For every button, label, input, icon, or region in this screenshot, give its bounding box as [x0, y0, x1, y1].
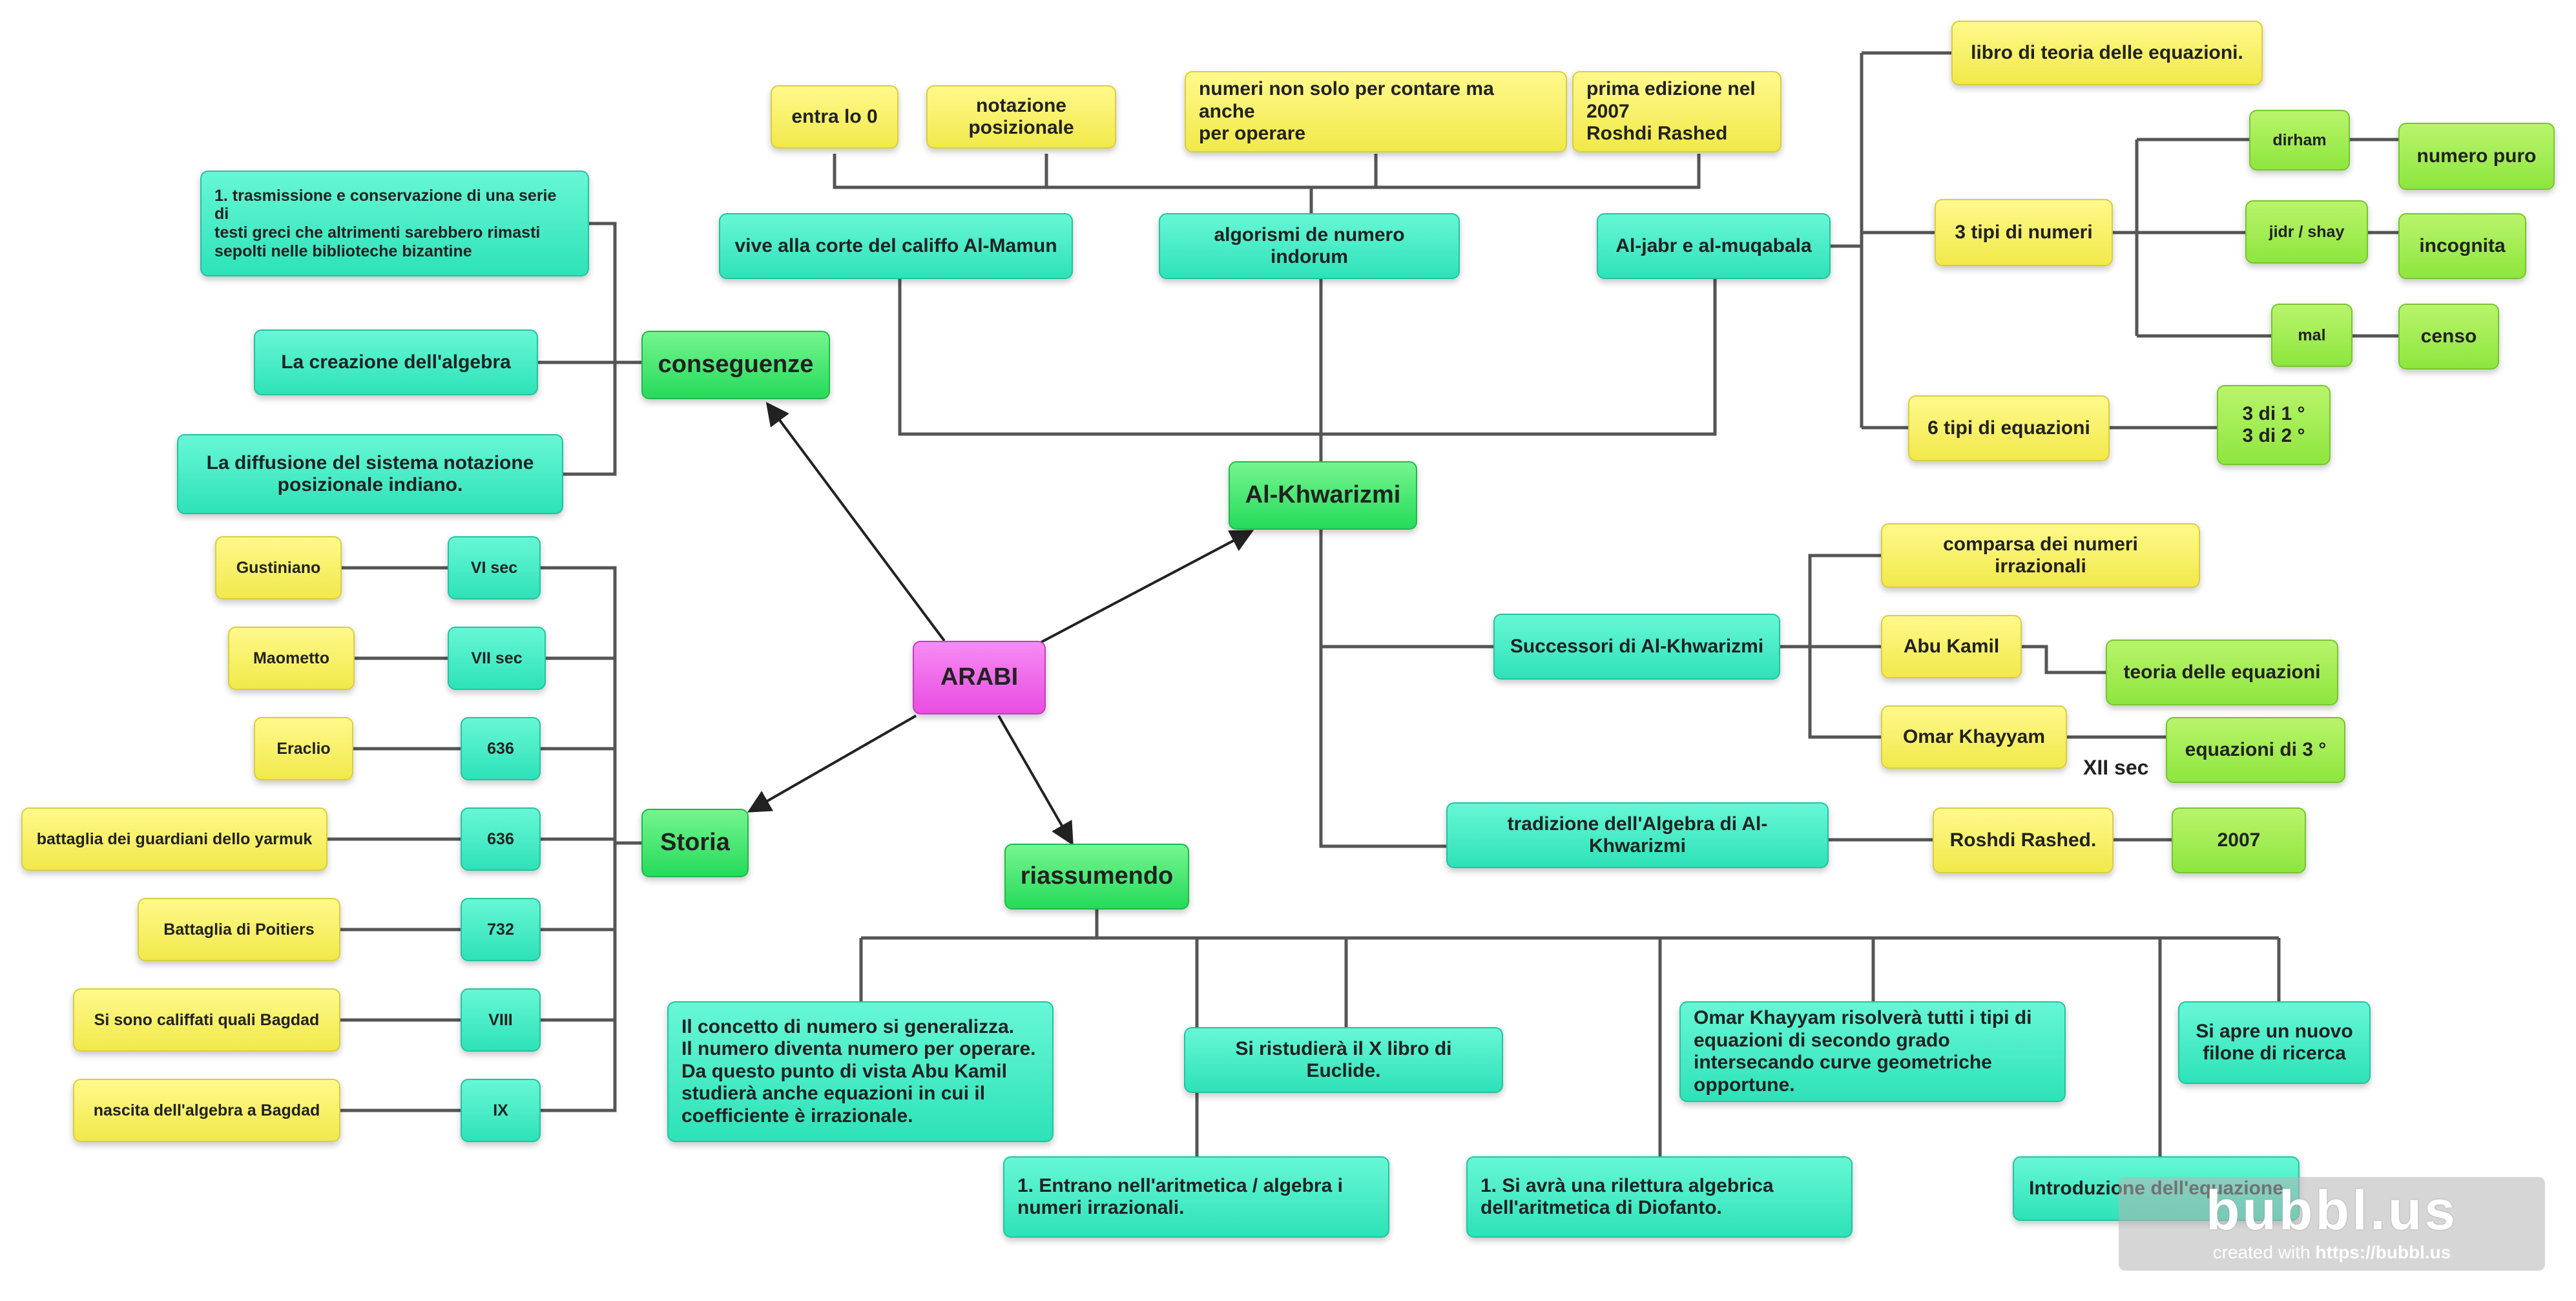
- node-mal[interactable]: mal: [2271, 304, 2353, 367]
- arrow-to-conseguenze: [765, 402, 946, 642]
- node-tre-di[interactable]: 3 di 1 ° 3 di 2 °: [2217, 385, 2331, 465]
- node-battaglia-yarmuk[interactable]: battaglia dei guardiani dello yarmuk: [21, 807, 327, 871]
- node-equazioni-terzo[interactable]: equazioni di 3 °: [2166, 717, 2345, 783]
- node-omar-khayyam[interactable]: Omar Khayyam: [1881, 705, 2067, 769]
- connector-4: [898, 279, 1717, 436]
- node-dirham[interactable]: dirham: [2249, 110, 2350, 171]
- node-riassumendo-euclide[interactable]: Si ristudierà il X libro di Euclide.: [1184, 1027, 1503, 1093]
- node-2007[interactable]: 2007: [2172, 807, 2306, 873]
- node-prima-edizione[interactable]: prima edizione nel 2007 Roshdi Rashed: [1572, 71, 1781, 152]
- node-conseguenza-algebra[interactable]: La creazione dell'algebra: [254, 329, 538, 395]
- node-riassumendo-diofanto[interactable]: 1. Si avrà una rilettura algebrica dell'…: [1466, 1156, 1853, 1238]
- node-vii-sec[interactable]: VII sec: [448, 627, 546, 690]
- label-xii-sec: XII sec: [2083, 756, 2149, 779]
- node-nascita-algebra[interactable]: nascita dell'algebra a Bagdad: [73, 1079, 340, 1142]
- node-viii[interactable]: VIII: [461, 988, 541, 1052]
- connector-39: [1808, 647, 1881, 739]
- node-storia[interactable]: Storia: [641, 809, 749, 877]
- node-numero-puro[interactable]: numero puro: [2398, 123, 2555, 190]
- connector-0: [833, 154, 1701, 189]
- node-636-b[interactable]: 636: [461, 807, 541, 871]
- bubblus-logo: bubbl.us: [2205, 1180, 2458, 1242]
- node-conseguenza-diffusione[interactable]: La diffusione del sistema notazione posi…: [177, 434, 563, 514]
- node-notazione-posizionale[interactable]: notazione posizionale: [926, 85, 1116, 149]
- node-636-a[interactable]: 636: [461, 717, 541, 780]
- node-riassumendo-irrazionali[interactable]: 1. Entrano nell'aritmetica / algebra i n…: [1003, 1156, 1389, 1238]
- node-tre-tipi-numeri[interactable]: 3 tipi di numeri: [1935, 199, 2113, 266]
- arrow-to-riassumendo: [997, 715, 1074, 846]
- node-jidr-shay[interactable]: jidr / shay: [2245, 200, 2368, 264]
- node-eraclio[interactable]: Eraclio: [254, 717, 353, 780]
- node-riassumendo-nuovo-filone[interactable]: Si apre un nuovo filone di ricerca: [2178, 1001, 2371, 1084]
- connector-38: [1780, 554, 1881, 649]
- node-riassumendo-omar[interactable]: Omar Khayyam risolverà tutti i tipi di e…: [1679, 1001, 2066, 1102]
- bubblus-watermark[interactable]: bubbl.us created with https://bubbl.us: [2119, 1177, 2545, 1271]
- node-arabi[interactable]: ARABI: [913, 641, 1046, 714]
- node-732[interactable]: 732: [461, 898, 541, 961]
- node-vive-alla-corte[interactable]: vive alla corte del califfo Al-Mamun: [719, 213, 1073, 279]
- node-ix[interactable]: IX: [461, 1079, 541, 1142]
- node-al-jabr[interactable]: Al-jabr e al-muqabala: [1597, 213, 1831, 279]
- node-incognita[interactable]: incognita: [2398, 213, 2526, 279]
- node-gustiniano[interactable]: Gustiniano: [215, 536, 342, 599]
- node-poitiers[interactable]: Battaglia di Poitiers: [138, 898, 340, 961]
- node-vi-sec[interactable]: VI sec: [448, 536, 541, 599]
- connector-36: [1319, 530, 1446, 848]
- node-entra-lo-0[interactable]: entra lo 0: [771, 85, 898, 149]
- node-califfati[interactable]: Si sono califfati quali Bagdad: [73, 988, 340, 1052]
- node-comparsa-irrazionali[interactable]: comparsa dei numeri irrazionali: [1881, 523, 2200, 588]
- node-libro-teoria[interactable]: libro di teoria delle equazioni.: [1951, 21, 2263, 85]
- connector-41: [2022, 645, 2106, 674]
- bubblus-credit: created with https://bubbl.us: [2212, 1242, 2451, 1262]
- node-roshdi-rashed[interactable]: Roshdi Rashed.: [1933, 807, 2114, 873]
- node-numeri-non-solo[interactable]: numeri non solo per contare ma anche per…: [1185, 71, 1567, 152]
- node-algorismi[interactable]: algorismi de numero indorum: [1159, 213, 1460, 279]
- node-riassumendo-concetto[interactable]: Il concetto di numero si generalizza. Il…: [667, 1001, 1054, 1142]
- node-conseguenze[interactable]: conseguenze: [641, 331, 830, 399]
- node-al-khwarizmi[interactable]: Al-Khwarizmi: [1229, 461, 1417, 530]
- node-abu-kamil[interactable]: Abu Kamil: [1881, 615, 2022, 678]
- node-maometto[interactable]: Maometto: [228, 627, 355, 690]
- node-censo[interactable]: censo: [2398, 304, 2499, 369]
- arrow-to-al-khwarizmi: [1041, 530, 1254, 643]
- connector-20: [563, 222, 617, 476]
- node-conseguenza-trasmissione[interactable]: 1. trasmissione e conservazione di una s…: [200, 171, 589, 276]
- node-sei-tipi-equazioni[interactable]: 6 tipi di equazioni: [1908, 395, 2110, 461]
- node-tradizione[interactable]: tradizione dell'Algebra di Al-Khwarizmi: [1446, 802, 1829, 868]
- node-riassumendo[interactable]: riassumendo: [1004, 844, 1189, 910]
- arrow-to-storia: [747, 714, 917, 813]
- node-successori[interactable]: Successori di Al-Khwarizmi: [1493, 614, 1780, 680]
- node-teoria-equazioni[interactable]: teoria delle equazioni: [2106, 640, 2338, 705]
